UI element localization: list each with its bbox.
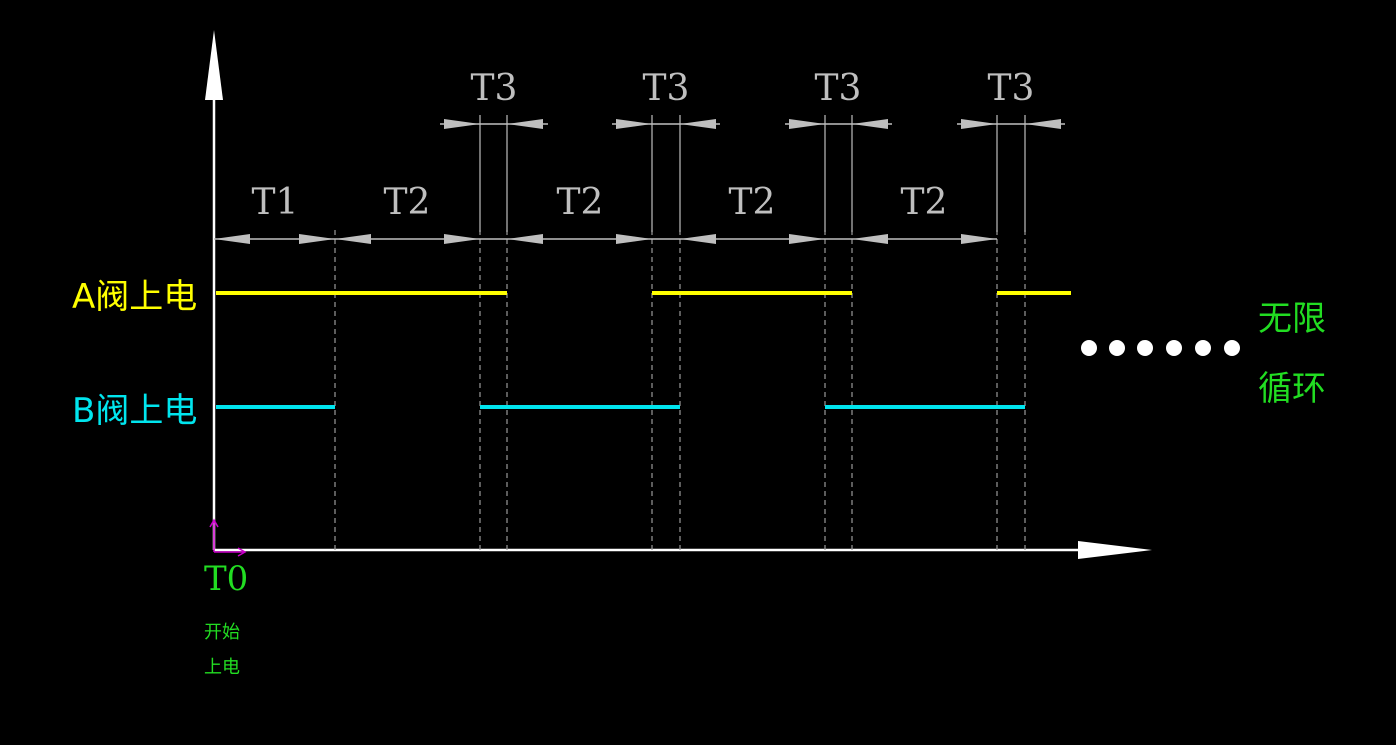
y-axis-arrowhead (205, 30, 223, 100)
t2-label: T2 (384, 182, 431, 223)
origin-label: T0 (204, 559, 248, 599)
origin-note-line2: 上电 (204, 657, 240, 678)
x-axis-arrowhead (1078, 541, 1152, 559)
t2-label: T2 (901, 182, 948, 223)
origin-marker-icon (209, 518, 247, 557)
interval-dimension-line (214, 234, 997, 244)
continuation-dots (1081, 340, 1240, 356)
t2-label: T2 (729, 182, 776, 223)
origin-note-line1: 开始 (204, 622, 240, 643)
loop-label-line1: 无限 (1258, 299, 1326, 339)
signal-a-label: A阀上电 (72, 277, 197, 317)
t3-extension-lines (479, 115, 1026, 232)
loop-label-line2: 循环 (1258, 369, 1326, 409)
t3-label: T3 (471, 68, 518, 109)
t3-label: T3 (815, 68, 862, 109)
t3-label: T3 (643, 68, 690, 109)
signal-b-label: B阀上电 (72, 391, 197, 431)
guide-lines (334, 230, 1026, 550)
t3-dimension-lines (440, 119, 1065, 129)
t3-label: T3 (988, 68, 1035, 109)
t2-label: T2 (557, 182, 604, 223)
t1-label: T1 (252, 182, 299, 223)
